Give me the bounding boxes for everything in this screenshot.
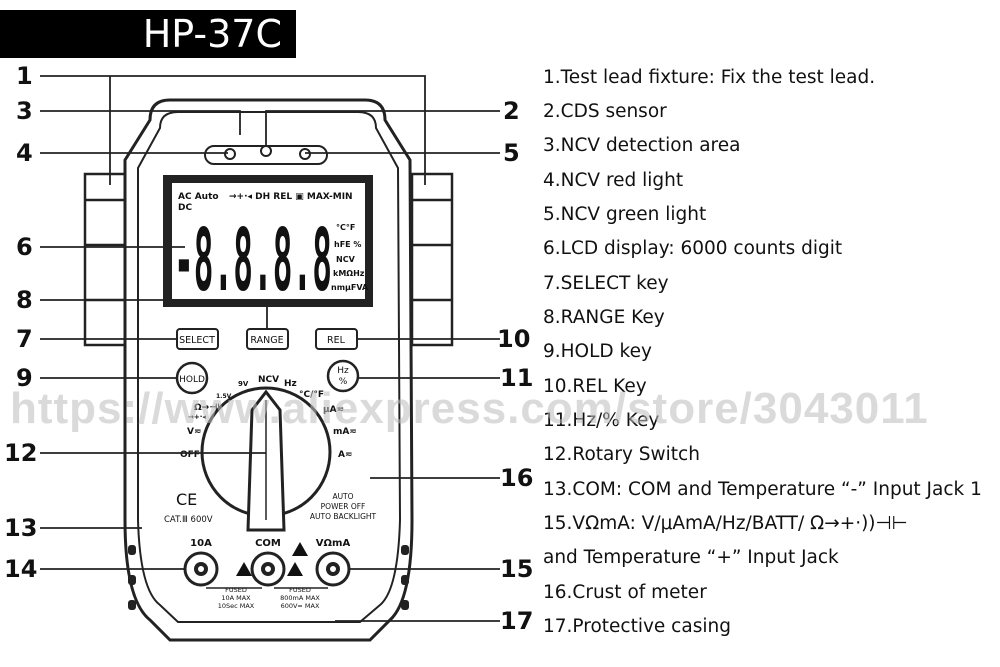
desc-5: 5.NCV green light: [543, 204, 707, 225]
desc-4: 4.NCV red light: [543, 170, 684, 191]
callout-14: 14: [4, 555, 38, 583]
lcd-display: [172, 183, 365, 299]
lcd-right-2: hFE %: [334, 240, 361, 249]
callout-7: 7: [16, 325, 33, 353]
dial-label-diode: →+·◂: [188, 413, 206, 421]
fused-right-3: 600V≂ MAX: [281, 602, 320, 610]
ncv-green-light: [299, 148, 311, 160]
warning-triangle-right: [287, 562, 303, 576]
cds-sensor: [260, 145, 272, 157]
dial-label-v: V≂: [187, 427, 202, 437]
svg-text:SELECT: SELECT: [179, 335, 215, 346]
svg-text:%: %: [339, 377, 348, 387]
lcd-right-3: NCV: [336, 255, 356, 264]
desc-10: 10.REL Key: [543, 376, 647, 397]
rel-button[interactable]: REL: [315, 328, 358, 350]
warning-triangle-top: [292, 542, 308, 556]
desc-8: 8.RANGE Key: [543, 307, 665, 328]
desc-3: 3.NCV detection area: [543, 135, 741, 156]
auto-line-2: POWER OFF: [321, 502, 366, 511]
callout-1: 1: [16, 62, 33, 90]
svg-text:HOLD: HOLD: [179, 375, 205, 385]
callout-17: 17: [500, 607, 534, 635]
ncv-red-light: [224, 148, 236, 160]
select-button[interactable]: SELECT: [176, 328, 219, 350]
page-title: HP-37C: [0, 10, 296, 58]
callout-5: 5: [503, 139, 520, 167]
desc-9: 9.HOLD key: [543, 341, 652, 362]
desc-15-continued: and Temperature “+” Input Jack: [543, 547, 839, 568]
lcd-dc: DC: [178, 203, 192, 213]
jack-label-10a: 10A: [190, 538, 212, 549]
cat-rating: CAT.Ⅲ 600V: [164, 515, 213, 525]
callout-4: 4: [16, 139, 33, 167]
desc-2: 2.CDS sensor: [543, 101, 667, 122]
dial-label-off: OFF: [180, 450, 200, 460]
lcd-right-4: kMΩHz: [333, 269, 365, 278]
ce-mark: CE: [176, 490, 197, 509]
svg-text:REL: REL: [327, 335, 346, 346]
svg-text:RANGE: RANGE: [250, 335, 283, 346]
dial-label-ua: μA≂: [323, 405, 344, 415]
fused-right-1: FUSED: [289, 586, 311, 594]
desc-15: 15.VΩmA: V/μAmA/Hz/BATT/ Ω→+·))⊣⊢: [543, 513, 908, 534]
desc-7: 7.SELECT key: [543, 273, 669, 294]
lcd-right-1: °C°F: [336, 223, 355, 232]
jack-label-com: COM: [255, 538, 281, 549]
fused-left-1: FUSED: [225, 586, 247, 594]
lcd-ac-auto: AC Auto: [178, 192, 219, 202]
watermark: https://www.aliexpress.com/store/3043011: [10, 384, 929, 433]
fused-left-2: 10A MAX: [221, 594, 251, 602]
svg-text:Hz: Hz: [337, 366, 349, 376]
dial-label-bat: 1.5V: [216, 393, 232, 400]
desc-13: 13.COM: COM and Temperature “-” Input Ja…: [543, 479, 982, 500]
left-lead-fixture: [83, 172, 127, 347]
callout-15: 15: [500, 555, 534, 583]
jack-10a[interactable]: [183, 551, 219, 587]
hz-percent-button[interactable]: Hz %: [326, 359, 360, 393]
callout-16: 16: [500, 464, 534, 492]
callout-2: 2: [503, 97, 520, 125]
auto-line-3: AUTO BACKLIGHT: [310, 512, 377, 521]
callout-13: 13: [4, 514, 38, 542]
range-button[interactable]: RANGE: [246, 328, 289, 350]
warning-triangle-left: [236, 562, 252, 576]
desc-16: 16.Crust of meter: [543, 582, 707, 603]
callout-8: 8: [16, 286, 33, 314]
lcd-top-row: →+·◂ DH REL ▣ MAX-MIN: [229, 192, 353, 202]
callout-lines: [40, 75, 500, 622]
lcd-digits: -8.8.8.8: [174, 211, 332, 311]
dial-label-temp: °C/°F: [299, 390, 324, 400]
jack-label-vma: VΩmA: [316, 538, 351, 549]
right-lead-fixture: [410, 172, 454, 347]
jack-com[interactable]: [250, 551, 286, 587]
callout-9: 9: [16, 364, 33, 392]
jack-vma[interactable]: [315, 551, 351, 587]
fused-right-2: 800mA MAX: [280, 594, 320, 602]
lcd-right-5: nmμFVA: [331, 283, 369, 292]
fused-left-3: 10Sec MAX: [218, 602, 255, 610]
desc-6: 6.LCD display: 6000 counts digit: [543, 238, 843, 259]
dial-label-hz: Hz: [284, 379, 297, 389]
dial-label-ncv: NCV: [258, 375, 279, 385]
dial-label-ohm: Ω→⊣⊢: [194, 403, 226, 413]
callout-6: 6: [16, 233, 33, 261]
desc-11: 11.Hz/% Key: [543, 410, 660, 431]
callout-11: 11: [500, 364, 534, 392]
auto-line-1: AUTO: [332, 492, 353, 501]
dial-label-a: A≂: [338, 450, 353, 460]
desc-1: 1.Test lead fixture: Fix the test lead.: [543, 67, 876, 88]
callout-12: 12: [4, 439, 38, 467]
desc-17: 17.Protective casing: [543, 616, 731, 637]
dial-label-ma: mA≂: [333, 427, 357, 437]
callout-3: 3: [16, 97, 33, 125]
desc-12: 12.Rotary Switch: [543, 444, 700, 465]
dial-label-9v: 9V: [238, 380, 249, 388]
callout-10: 10: [497, 325, 531, 353]
